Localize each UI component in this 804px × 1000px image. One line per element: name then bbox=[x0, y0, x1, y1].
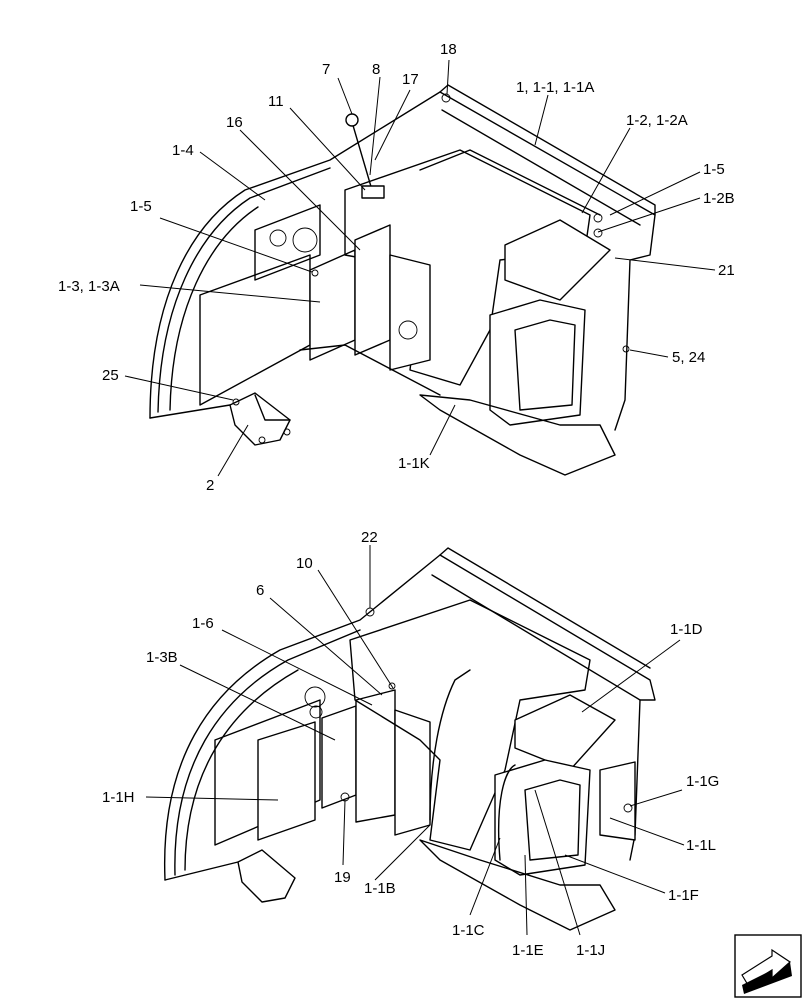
callout-6: 6 bbox=[256, 582, 264, 599]
callout-1-3b: 1-3B bbox=[146, 649, 178, 666]
callout-7: 7 bbox=[322, 61, 330, 78]
bottom-callout-labels: 22 10 6 1-6 1-3B 1-1D 1-1G 1-1H 1-1L 19 … bbox=[102, 529, 719, 959]
callout-17: 17 bbox=[402, 71, 419, 88]
callout-1-1g: 1-1G bbox=[686, 773, 719, 790]
next-page-arrow-icon[interactable] bbox=[734, 934, 802, 998]
callout-1-3-1-3a: 1-3, 1-3A bbox=[58, 278, 120, 295]
callout-16: 16 bbox=[226, 114, 243, 131]
callout-1-2b: 1-2B bbox=[703, 190, 735, 207]
callout-1-2-1-2a: 1-2, 1-2A bbox=[626, 112, 688, 129]
top-callout-labels: 7 8 17 18 11 16 1-4 1, 1-1, 1-1A 1-2, 1-… bbox=[58, 41, 735, 494]
callout-1-1j: 1-1J bbox=[576, 942, 605, 959]
callout-1-1e: 1-1E bbox=[512, 942, 544, 959]
callout-1-6: 1-6 bbox=[192, 615, 214, 632]
callout-11: 11 bbox=[268, 93, 284, 110]
callout-1-4: 1-4 bbox=[172, 142, 194, 159]
callout-19: 19 bbox=[334, 869, 351, 886]
callout-1-1l: 1-1L bbox=[686, 837, 716, 854]
callout-1-1b: 1-1B bbox=[364, 880, 396, 897]
callout-1-5-right: 1-5 bbox=[703, 161, 725, 178]
callout-1-1k: 1-1K bbox=[398, 455, 430, 472]
callout-25: 25 bbox=[102, 367, 119, 384]
callout-1-1f: 1-1F bbox=[668, 887, 699, 904]
bottom-assembly-drawing bbox=[163, 547, 656, 931]
callout-21: 21 bbox=[718, 262, 735, 279]
callout-1-1-1-1a: 1, 1-1, 1-1A bbox=[516, 79, 594, 96]
callout-1-5-left: 1-5 bbox=[130, 198, 152, 215]
top-assembly-drawing bbox=[149, 84, 656, 476]
top-leader-lines bbox=[124, 59, 716, 477]
callout-1-1d: 1-1D bbox=[670, 621, 703, 638]
callout-18: 18 bbox=[440, 41, 457, 58]
callout-10: 10 bbox=[296, 555, 313, 572]
callout-1-1h: 1-1H bbox=[102, 789, 135, 806]
callout-22: 22 bbox=[361, 529, 378, 546]
callout-2: 2 bbox=[206, 477, 214, 494]
callout-1-1c: 1-1C bbox=[452, 922, 485, 939]
bottom-leader-lines bbox=[145, 545, 685, 936]
callout-8: 8 bbox=[372, 61, 380, 78]
callout-5-24: 5, 24 bbox=[672, 349, 705, 366]
